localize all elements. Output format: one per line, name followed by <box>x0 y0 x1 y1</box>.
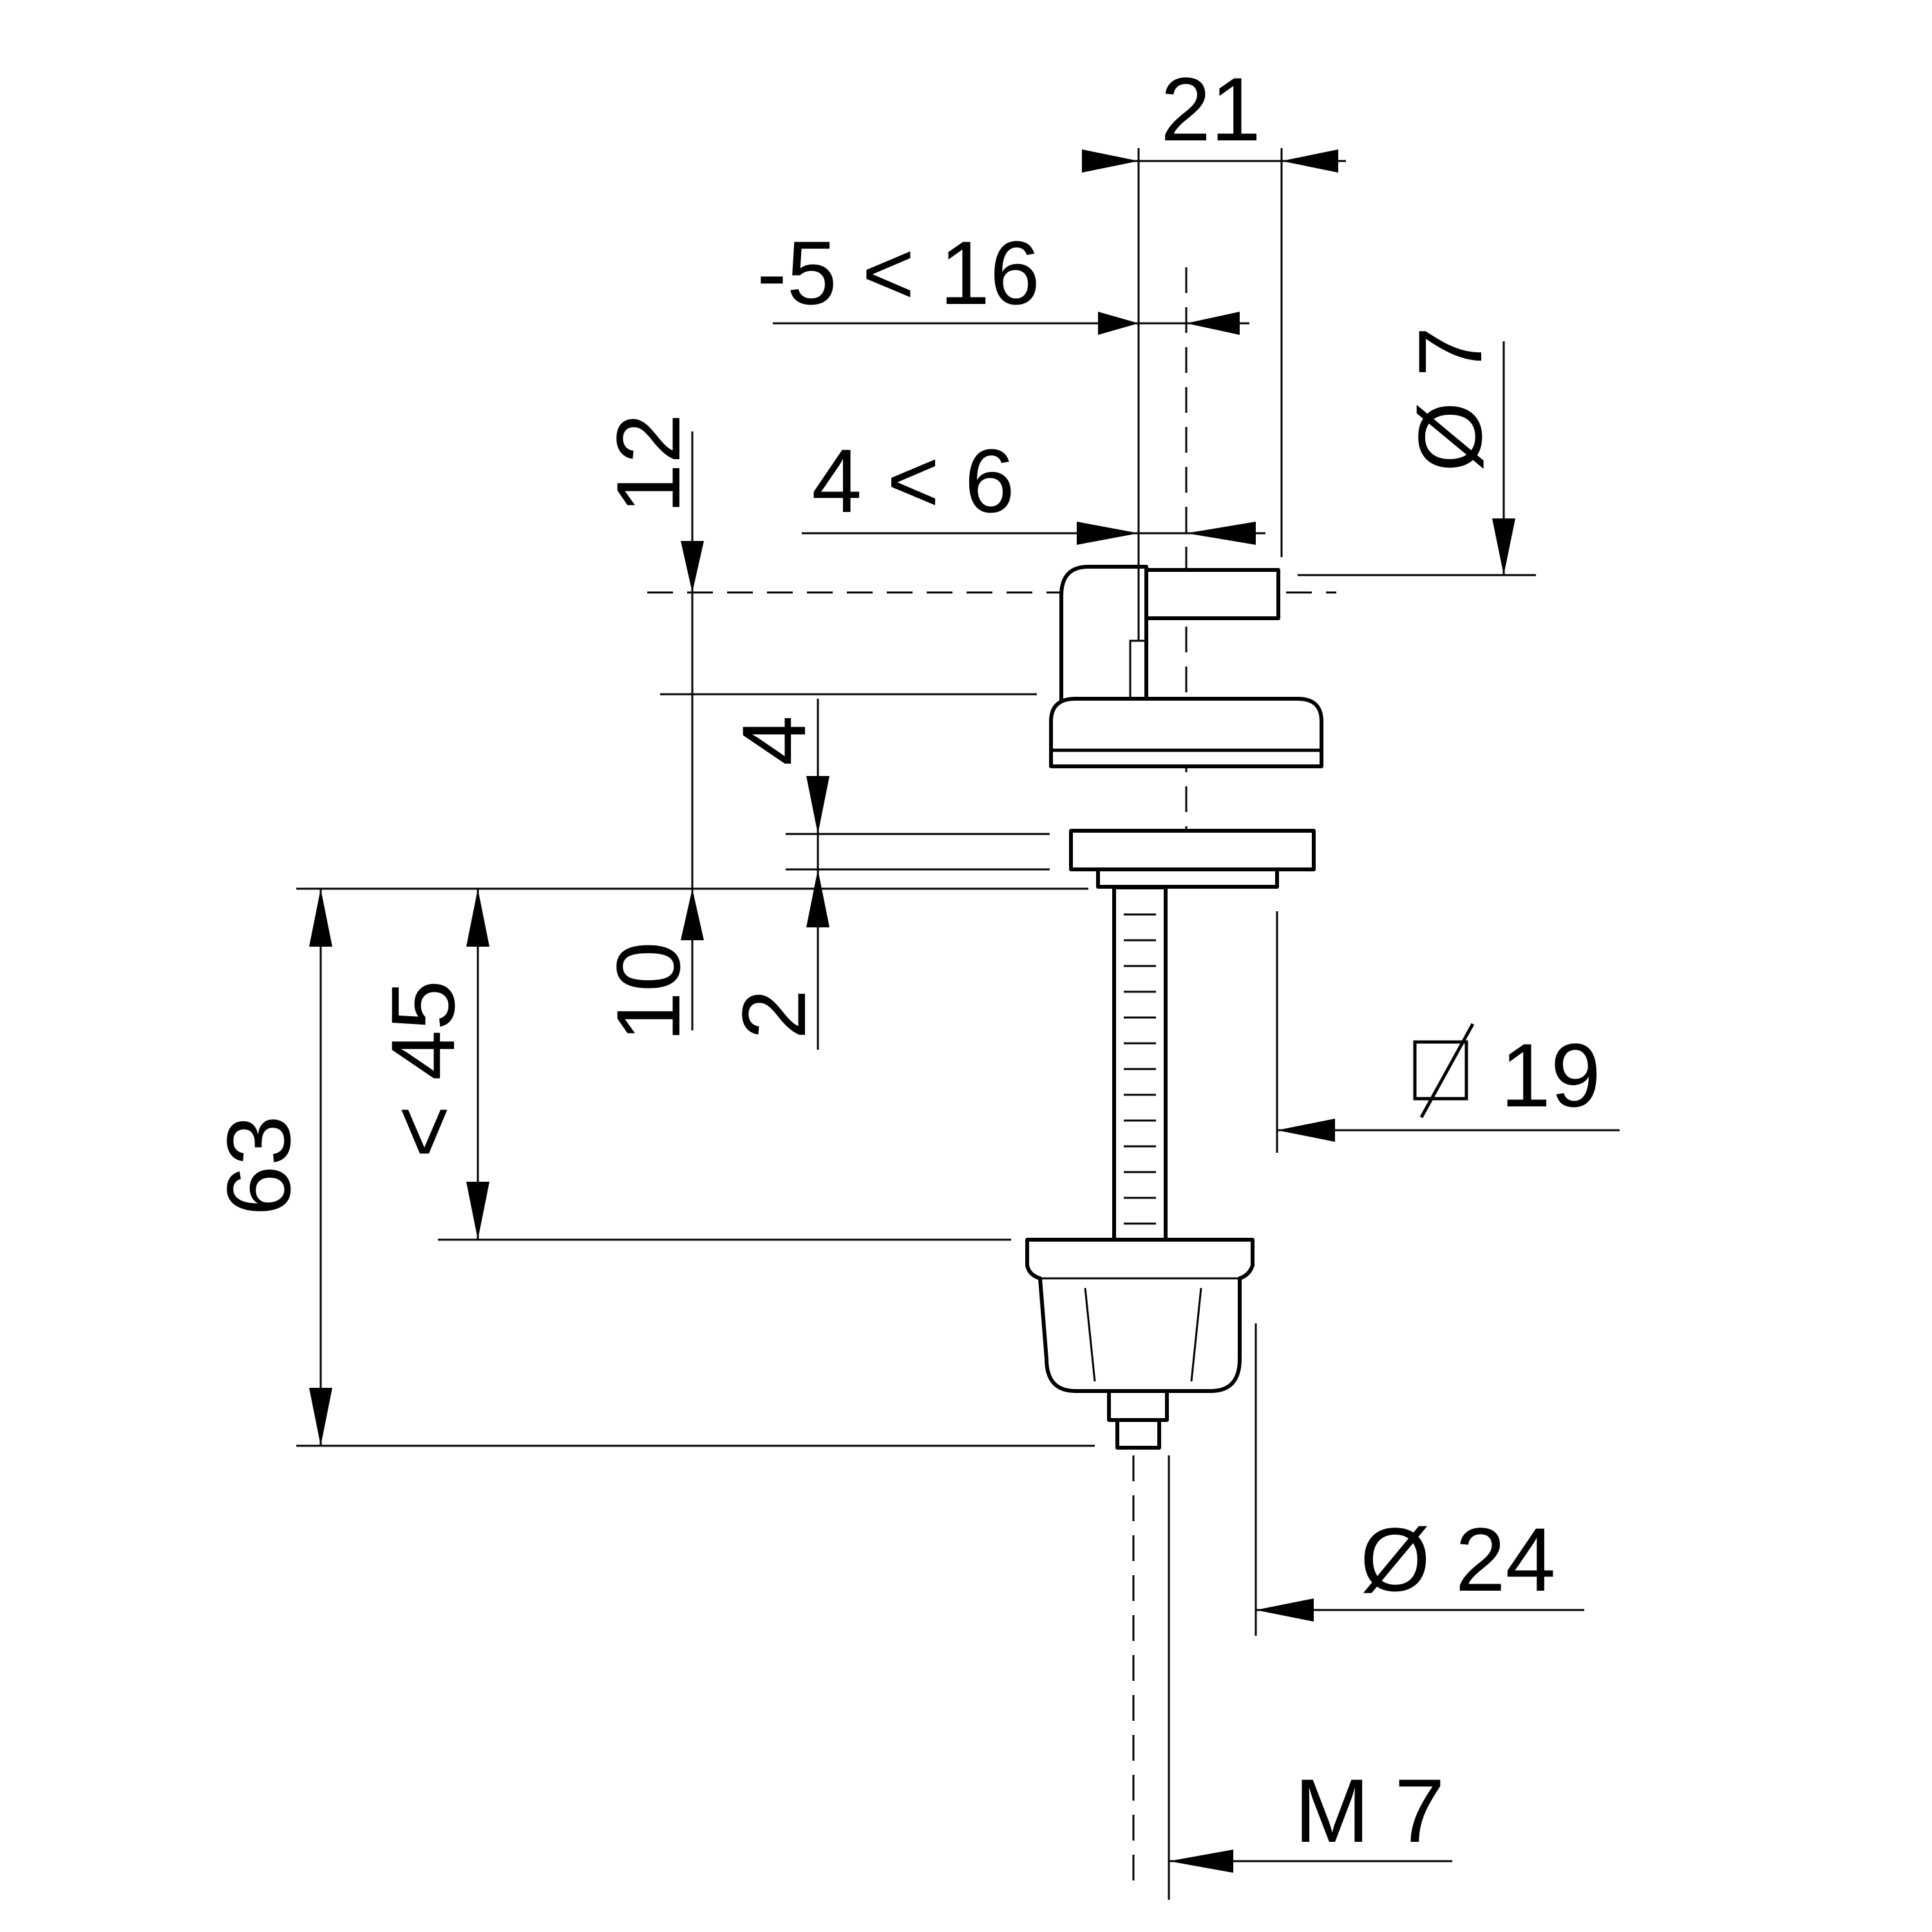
dimension-offset-4-6: 4 < 6 <box>802 430 1265 545</box>
bolt-stub-lower <box>1115 1418 1161 1450</box>
diameter-symbol-slash <box>1419 1023 1475 1119</box>
bolt-stub-upper <box>1107 1389 1169 1422</box>
threaded-shaft <box>1112 886 1168 1244</box>
label-thickness-4: 4 <box>723 715 824 766</box>
lower-nut <box>1025 1238 1255 1393</box>
label-length-63: 63 <box>208 1115 309 1216</box>
label-offset-4-6: 4 < 6 <box>811 430 1014 531</box>
hinge-pin <box>1144 568 1280 620</box>
label-pin-diameter: Ø 7 <box>1399 327 1501 472</box>
label-shaft-diameter-19: 19 <box>1501 1025 1601 1126</box>
label-thread: M 7 <box>1294 1760 1444 1861</box>
dimension-width-21: 21 <box>1082 59 1346 567</box>
dimension-height-12-10: 12 10 <box>598 413 1037 1042</box>
label-height-12: 12 <box>598 413 699 514</box>
diameter-symbol-box <box>1413 1040 1468 1101</box>
dimension-thickness-4-2: 4 2 <box>723 699 1050 1050</box>
label-21: 21 <box>1160 59 1261 160</box>
label-length-45: < 45 <box>372 980 473 1158</box>
dimension-length-63-45: 63 < 45 <box>208 887 1095 1447</box>
nut-face-line-left <box>1084 1287 1096 1382</box>
label-height-10: 10 <box>598 942 699 1042</box>
dimension-nut-diameter: Ø 24 <box>1255 1323 1584 1636</box>
label-offset-range: -5 < 16 <box>757 222 1040 323</box>
dimension-shaft-diameter-19: 19 <box>1276 911 1620 1153</box>
dimension-thread: M 7 <box>1169 1760 1452 1873</box>
dimension-offset-range: -5 < 16 <box>757 222 1249 335</box>
label-thickness-2: 2 <box>723 989 824 1039</box>
hinge-bolt-part <box>1025 565 1323 1450</box>
washer-lower-lip <box>1096 867 1279 889</box>
hinge-head-upright <box>1059 565 1148 704</box>
washer-plate <box>1069 829 1316 871</box>
label-nut-diameter: Ø 24 <box>1360 1509 1556 1610</box>
dimension-pin-diameter: Ø 7 <box>1298 327 1536 576</box>
nut-face-line-right <box>1190 1287 1202 1382</box>
shaft-thread-marks <box>1124 913 1156 1225</box>
upper-flange <box>1049 697 1323 768</box>
